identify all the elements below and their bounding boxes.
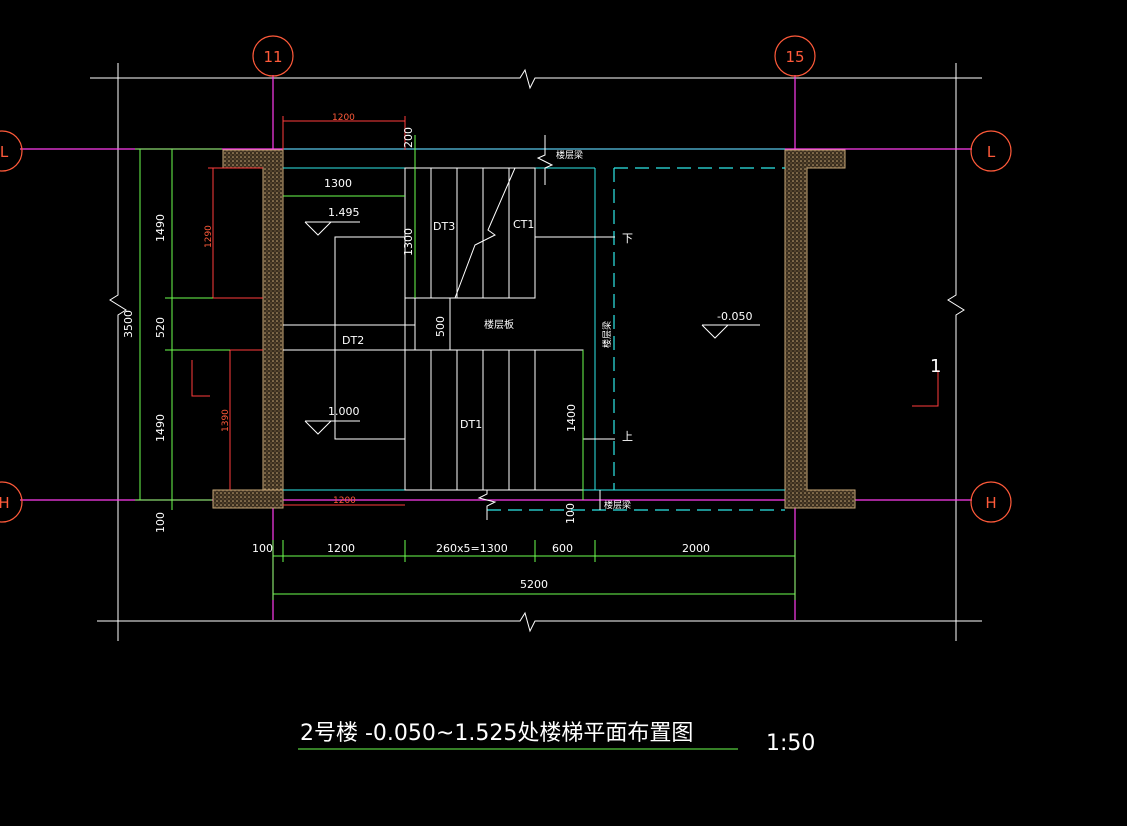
axis-bubble-l-right: L <box>970 130 1012 172</box>
dim-label: 100 <box>564 503 577 524</box>
stair-flights <box>283 135 615 520</box>
axis-label: H <box>0 494 10 512</box>
dim-label: 1200 <box>333 496 356 506</box>
axis-bubble-h-right: H <box>970 481 1012 523</box>
axis-label: 11 <box>263 48 282 66</box>
section-mark-left <box>191 360 210 397</box>
red-dimensions: 1200 1200 1290 1390 <box>204 113 406 506</box>
label-floor-beam-top: 楼层梁 <box>556 149 583 161</box>
dim-label: 1390 <box>221 409 231 432</box>
elevation-1495: 1.495 <box>304 206 360 236</box>
label-down: 下 <box>622 232 633 245</box>
axis-bubble-l-left: L <box>0 130 23 172</box>
green-dimensions: 1300 200 1300 500 1400 100 3500 1490 520… <box>122 127 796 600</box>
dim-label: 100 <box>252 542 273 555</box>
dim-label: 1300 <box>324 177 352 190</box>
elevation-m050: -0.050 <box>701 310 760 339</box>
drawing-title: 2号楼 -0.050~1.525处楼梯平面布置图 1:50 <box>298 721 815 756</box>
dim-label: 1400 <box>565 404 578 432</box>
title-text: 2号楼 -0.050~1.525处楼梯平面布置图 <box>300 721 693 746</box>
dim-label: 1490 <box>154 414 167 442</box>
label-dt2: DT2 <box>342 334 364 347</box>
dim-label: 2000 <box>682 542 710 555</box>
axis-label: H <box>985 494 996 512</box>
label-ct1: CT1 <box>513 218 534 231</box>
elevation-1000: 1.000 <box>304 405 360 435</box>
axis-label: 15 <box>785 48 804 66</box>
axis-bubble-15-top: 15 <box>774 35 816 77</box>
label-floor-beam-right: 楼层梁 <box>601 321 613 348</box>
dim-label: 500 <box>434 316 447 337</box>
dim-label: 1300 <box>402 228 415 256</box>
axis-label: L <box>0 143 9 161</box>
label-floor-slab: 楼层板 <box>484 318 514 331</box>
dim-label: 520 <box>154 317 167 338</box>
label-up: 上 <box>622 430 633 443</box>
dim-label: 100 <box>154 512 167 533</box>
axis-label: L <box>987 143 996 161</box>
axis-bubble-h-left: H <box>0 481 23 523</box>
label-floor-beam-bottom: 楼层梁 <box>604 499 631 511</box>
dim-label: 1200 <box>327 542 355 555</box>
dim-label: 1200 <box>332 113 355 123</box>
elevation-label: 1.000 <box>328 405 360 418</box>
scale-text: 1:50 <box>766 731 815 756</box>
dim-label: 1290 <box>204 225 214 248</box>
beams <box>283 148 785 511</box>
section-label: 1 <box>930 356 941 377</box>
axis-bubble-11-top: 11 <box>252 35 294 77</box>
outer-frame <box>90 63 982 641</box>
dim-label: 3500 <box>122 310 135 338</box>
elevation-label: 1.495 <box>328 206 360 219</box>
label-dt1: DT1 <box>460 418 482 431</box>
dim-label: 200 <box>402 127 415 148</box>
dim-label: 1490 <box>154 214 167 242</box>
dim-label: 5200 <box>520 578 548 591</box>
dim-label: 600 <box>552 542 573 555</box>
dim-label: 260x5=1300 <box>436 542 508 555</box>
walls <box>212 149 856 509</box>
label-dt3: DT3 <box>433 220 455 233</box>
section-mark-right: 1 <box>912 356 941 407</box>
elevation-label: -0.050 <box>717 310 752 323</box>
